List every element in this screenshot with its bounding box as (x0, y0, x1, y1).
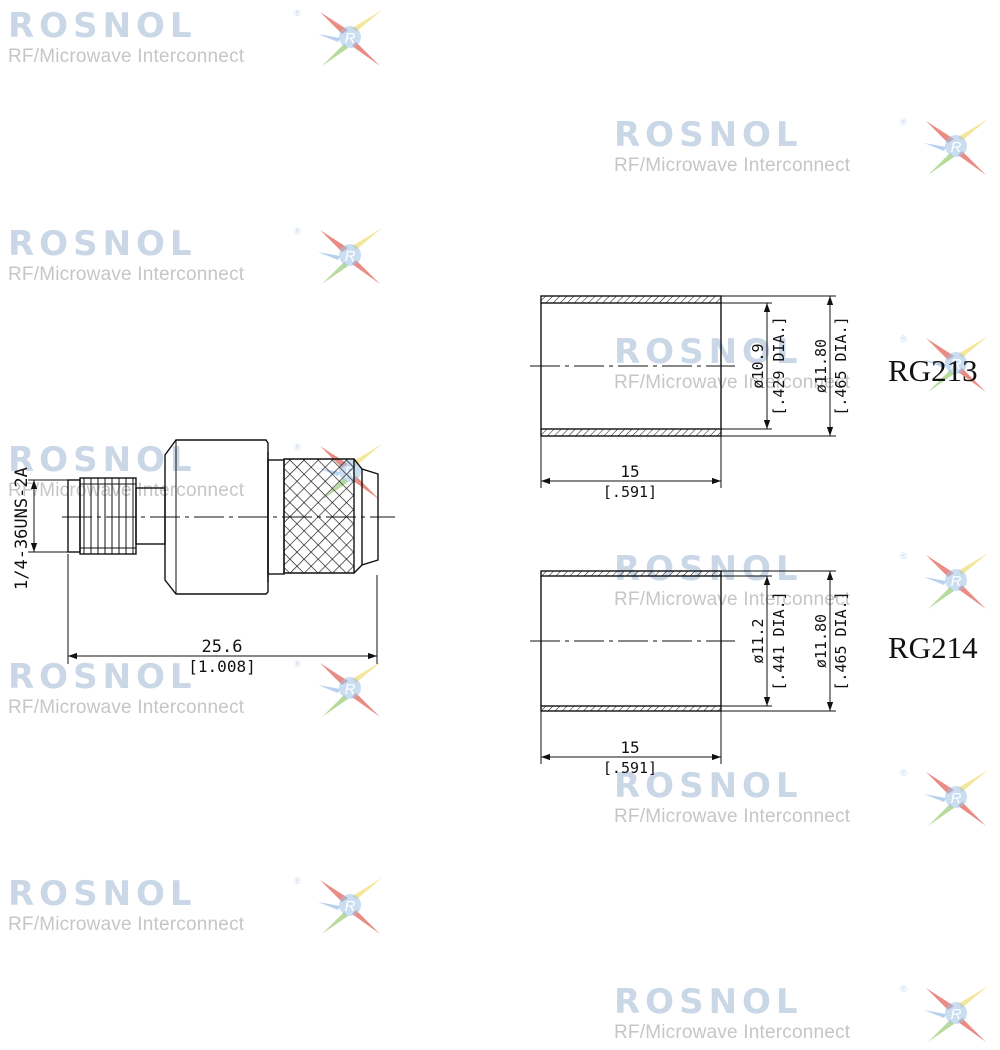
svg-text:R: R (951, 1006, 962, 1023)
thread-lines (83, 478, 134, 554)
thread-spec-label: 1/4-36UNS-2A (12, 467, 32, 590)
ferrule-wall-top (540, 570, 722, 577)
rg213-cable-label: RG213 (888, 353, 978, 388)
rg214-inner-dia-in: [.441 DIA.] (770, 591, 788, 690)
threaded-section (67, 477, 166, 555)
overall-length-in-label: [1.008] (188, 657, 255, 676)
watermark-tagline: RF/Microwave Interconnect (614, 1022, 851, 1043)
rg214-inner-dia-mm: ø11.2 (749, 618, 767, 663)
technical-drawing: 1/4-36UNS-2A 25.6 [1.008] ø10.9 [.429 DI… (12, 295, 978, 777)
rg213-outer-dia-mm: ø11.80 (812, 339, 830, 393)
ferrule-wall-bottom (540, 428, 722, 437)
ferrule-wall-bottom (540, 705, 722, 712)
knurled-nut (283, 458, 379, 574)
overall-length-dimension (67, 554, 378, 664)
thread-dimension (28, 479, 68, 553)
rg213-length-mm: 15 (620, 462, 639, 481)
connector-side-view (28, 439, 395, 664)
overall-length-mm-label: 25.6 (202, 637, 243, 657)
rg213-inner-dia-in: [.429 DIA.] (770, 316, 788, 415)
rg213-length-in: [.591] (603, 483, 657, 501)
ferrule-rg214 (530, 570, 836, 764)
rg214-outer-dia-in: [.465 DIA.] (832, 591, 850, 690)
rg213-outer-dia-in: [.465 DIA.] (832, 316, 850, 415)
rg213-inner-dia-mm: ø10.9 (749, 343, 767, 388)
rg214-length-in: [.591] (603, 759, 657, 777)
rg214-cable-label: RG214 (888, 630, 978, 665)
rg214-length-mm: 15 (620, 738, 639, 757)
ferrule-rg213 (530, 295, 836, 488)
ferrule-wall-top (540, 295, 722, 304)
rg214-outer-dia-mm: ø11.80 (812, 614, 830, 668)
